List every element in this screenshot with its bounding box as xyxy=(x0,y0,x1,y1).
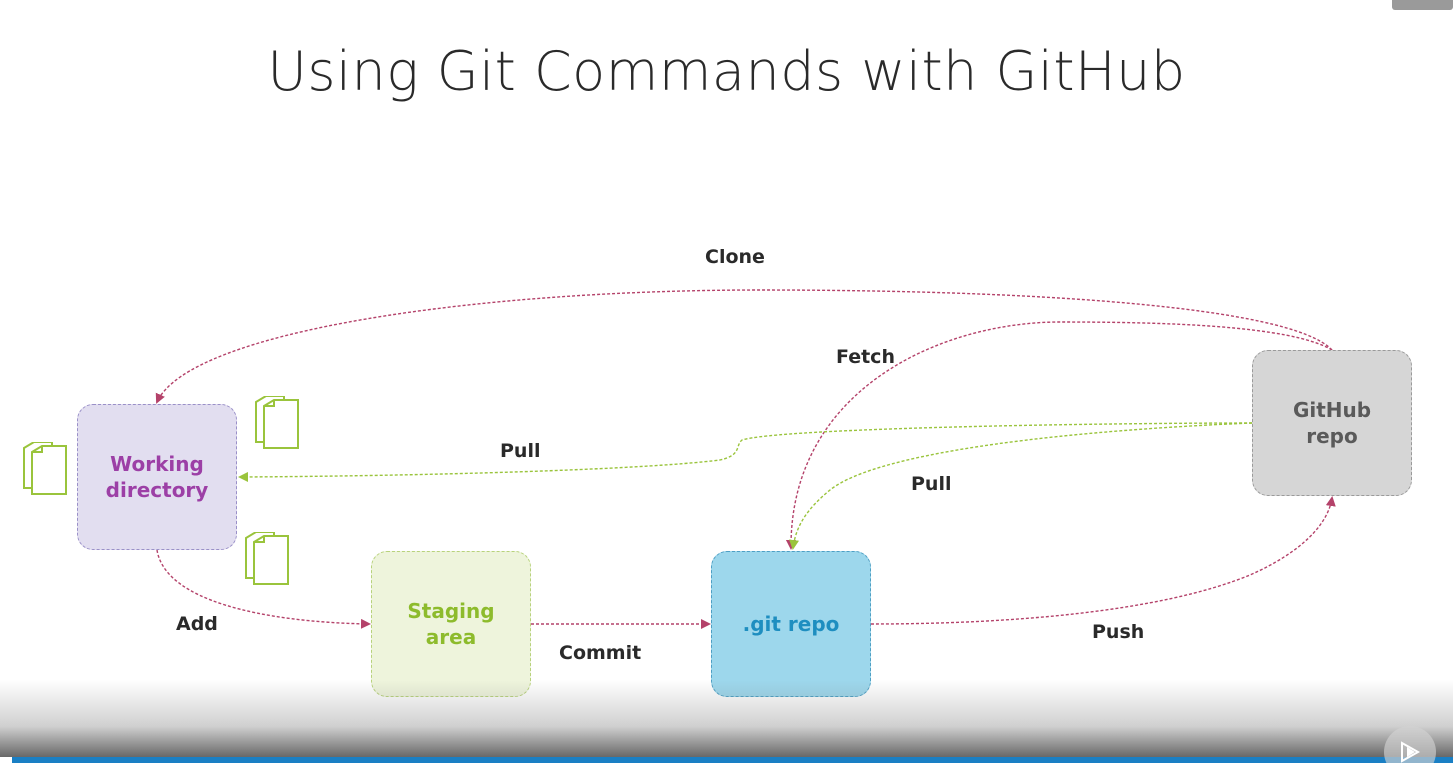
github-repo-label: GitHub repo xyxy=(1292,398,1372,448)
add-label: Add xyxy=(176,613,218,635)
pull-to-working-arrow xyxy=(238,422,1253,482)
push-label: Push xyxy=(1092,621,1145,643)
slide-title: Using Git Commands with GitHub xyxy=(267,40,1186,103)
pull-to-working-label: Pull xyxy=(500,440,541,462)
github-repo-node: GitHub repo xyxy=(1252,350,1412,496)
commit-label: Commit xyxy=(559,642,642,664)
file-stack-icon xyxy=(255,396,299,449)
clone-label: Clone xyxy=(705,246,765,268)
git-repo-label: .git repo xyxy=(742,612,840,636)
file-stack-icon xyxy=(23,442,67,495)
fetch-label: Fetch xyxy=(836,346,895,368)
video-progress-bar[interactable] xyxy=(12,757,1453,763)
file-stack-icon xyxy=(245,532,289,585)
fetch-arrow xyxy=(785,321,1333,550)
push-arrow xyxy=(870,496,1336,625)
pull-to-repo-arrow xyxy=(789,422,1253,550)
player-overlay xyxy=(0,680,1453,757)
corner-tab xyxy=(1392,0,1453,10)
pull-to-repo-label: Pull xyxy=(911,473,952,495)
git-repo-node: .git repo xyxy=(711,551,871,697)
working-directory-node: Working directory xyxy=(77,404,237,550)
working-directory-label: Working directory xyxy=(105,452,209,502)
staging-area-node: Staging area xyxy=(371,551,531,697)
add-arrow xyxy=(156,549,371,629)
staging-area-label: Staging area xyxy=(407,599,495,649)
clone-arrow xyxy=(155,289,1333,404)
play-icon xyxy=(1401,741,1421,763)
play-button[interactable] xyxy=(1384,726,1436,763)
